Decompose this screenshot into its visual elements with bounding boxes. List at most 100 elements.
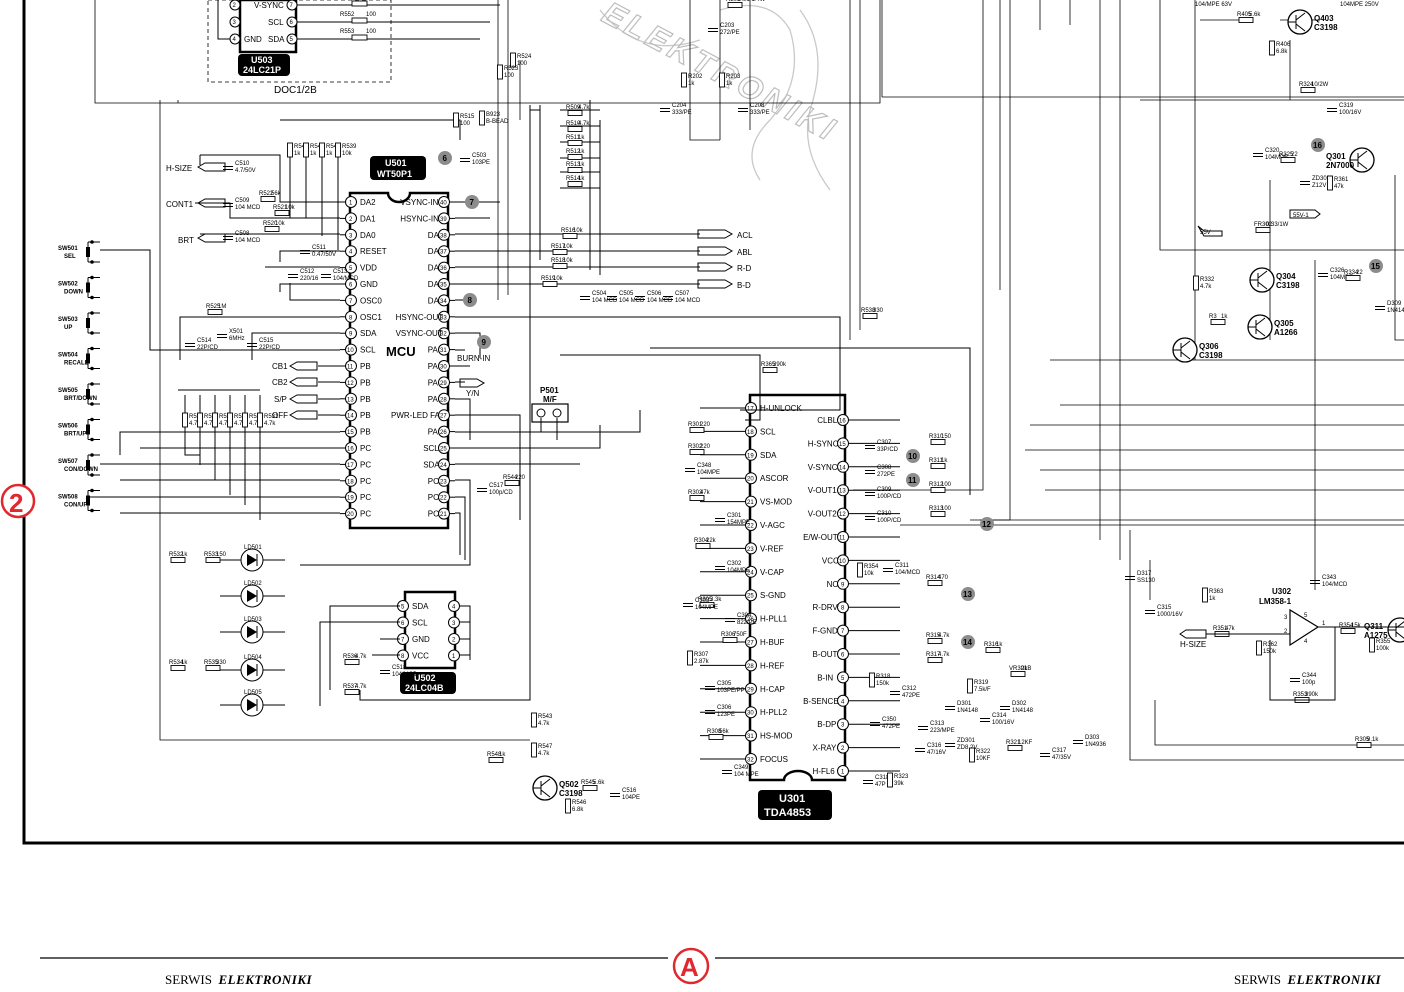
component-ref: R547 <box>538 744 553 750</box>
u503-part: 24LC21P <box>243 65 281 75</box>
component-ref: C307 <box>877 440 892 446</box>
u301-pin-8-number: 8 <box>841 606 845 612</box>
u501-pin-27: 27 <box>438 409 450 422</box>
component-ref: C306 <box>717 705 732 711</box>
u301-pin-7-number: 7 <box>841 629 845 635</box>
badge-15: 15 <box>1369 259 1383 273</box>
u301-pin-20-number: 20 <box>747 477 754 483</box>
component-ref: ZD301 <box>957 738 976 744</box>
u301-pin-4-number: 4 <box>841 699 845 705</box>
badge-6: 6 <box>438 151 452 165</box>
component-ref: R305 <box>698 597 713 603</box>
svg-text:2: 2 <box>233 3 237 9</box>
u301-pin-10-number: 10 <box>839 559 846 565</box>
component-ref: R517 <box>551 244 566 250</box>
component-value: 6.8k <box>572 807 584 813</box>
switch-label: CON/DOWN <box>64 467 98 473</box>
component-ref: X501 <box>229 329 244 335</box>
component-value: 47/35V <box>1052 755 1071 761</box>
u301-pin-6-number: 6 <box>841 653 845 659</box>
component-value: 104 MCD <box>235 238 261 244</box>
component-ref: B923 <box>486 112 501 118</box>
u501-pin-29: 29 <box>438 376 450 389</box>
component-ref: R519 <box>541 276 556 282</box>
component-ref: R535 <box>204 660 219 666</box>
component-value: 4.7k <box>355 684 367 690</box>
component-ref: R527 <box>204 414 219 420</box>
component-value: 220 <box>515 475 526 481</box>
svg-text:R-D: R-D <box>737 264 751 273</box>
component-ref: R509 <box>566 105 581 111</box>
u301-pin-label: H-SYNC <box>808 439 839 448</box>
component-ref: C506 <box>647 291 662 297</box>
component-ref: R362 <box>1263 642 1278 648</box>
u501-pin-label: SCL <box>360 346 376 355</box>
u301-pin-label: V-SYNC <box>808 463 838 472</box>
u501-pin-20-number: 20 <box>347 512 354 518</box>
component-value: 4.7k <box>234 421 246 427</box>
component-value: 22 <box>1291 152 1298 158</box>
component-value: 104 MCD <box>647 298 673 304</box>
component-ref: C314 <box>992 713 1007 719</box>
component-ref: C308 <box>877 465 892 471</box>
component-value: 10KF <box>976 756 991 762</box>
component-value: SS130 <box>1137 578 1156 584</box>
transistor-ref: Q304 <box>1276 272 1296 281</box>
component-ref: R530 <box>249 414 264 420</box>
u501-pin-label: VSYNC-OUT <box>396 329 443 338</box>
component-value: 390k <box>773 362 787 368</box>
component-ref: R510 <box>566 121 581 127</box>
badge-number: 6 <box>443 154 448 163</box>
led-ld501: LD501 <box>220 545 285 572</box>
component-value: 0.91 1/4W <box>738 0 766 3</box>
u301-pin-6: 6 <box>837 648 849 660</box>
u501-pin-24-number: 24 <box>440 463 447 469</box>
component-ref: C316 <box>927 743 942 749</box>
component-value: 223/MPE <box>930 728 955 734</box>
u501-pin-31-number: 31 <box>440 348 447 354</box>
u502-ref: U502 <box>414 673 436 683</box>
transistor-part: C3198 <box>1199 351 1223 360</box>
component-value: 333/PE <box>672 110 692 116</box>
component-value: 22 <box>1356 270 1363 276</box>
svg-text:LM358-1: LM358-1 <box>1259 597 1292 606</box>
u301-pin-3: 3 <box>837 718 849 731</box>
u501-pin-9-number: 9 <box>349 332 353 338</box>
u501-pin-30: 30 <box>438 360 450 372</box>
svg-text:ABL: ABL <box>737 248 753 257</box>
svg-text:M/F: M/F <box>543 395 557 404</box>
mcu-right-labels: ACL ABL R-D B-D BURN-IN Y/N 55V 55V-1 H-… <box>457 209 1321 649</box>
component-value: 100P/CD <box>877 494 902 500</box>
u501-pin-7-number: 7 <box>349 299 353 305</box>
badge-number: 11 <box>908 476 917 485</box>
component-ref: R314 <box>926 575 941 581</box>
component-value: 4.7k <box>249 421 261 427</box>
transistor-ref: Q306 <box>1199 342 1219 351</box>
svg-text:4: 4 <box>1304 639 1308 645</box>
